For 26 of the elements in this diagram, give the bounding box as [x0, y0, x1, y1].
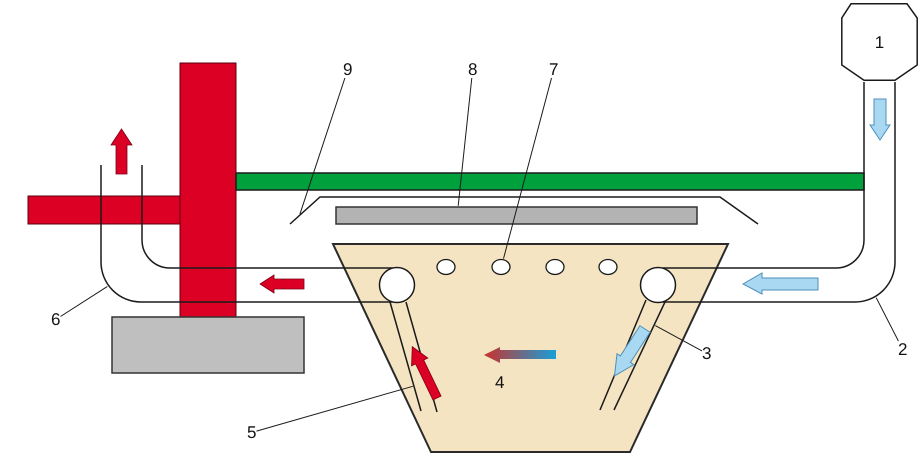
nozzle-hole: [598, 258, 618, 276]
callout-number: 4: [495, 374, 504, 391]
callout-number: 2: [898, 341, 908, 358]
leader-line: [654, 325, 702, 352]
callout-number: 7: [549, 61, 558, 78]
callout-number: 8: [468, 61, 478, 78]
callout-number: 3: [702, 345, 712, 362]
nozzle-hole: [491, 258, 511, 276]
top-rail: [235, 172, 865, 191]
leader-line: [299, 78, 346, 215]
pipe: [662, 82, 896, 303]
hood: [290, 196, 758, 225]
callout-number: 6: [51, 311, 60, 328]
leader-line: [876, 297, 899, 342]
duct: [28, 196, 180, 224]
chimney: [180, 62, 236, 318]
octagon-node: 1: [841, 3, 918, 81]
nozzle-hole: [436, 258, 456, 276]
leader-line: [256, 386, 414, 432]
callout-number: 5: [247, 424, 256, 441]
leader-line: [458, 78, 472, 206]
pipe: [100, 165, 392, 303]
callout-number: 9: [343, 61, 352, 78]
base-block: [111, 316, 305, 374]
leader-line: [60, 286, 108, 317]
nozzle-hole: [545, 258, 565, 276]
